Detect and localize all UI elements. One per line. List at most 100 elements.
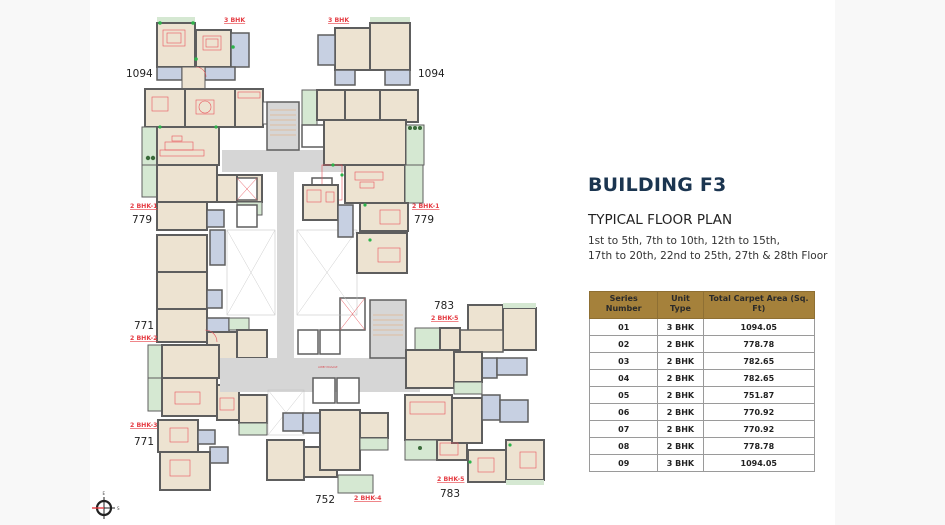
unit-2bhk-5-upper bbox=[405, 303, 537, 395]
unit-area: 779 bbox=[414, 214, 434, 226]
living bbox=[404, 394, 453, 441]
area-cell: 778.78 bbox=[702, 437, 816, 455]
toilet bbox=[156, 66, 183, 81]
toilet bbox=[209, 229, 226, 266]
area-cell: 1094.05 bbox=[702, 318, 816, 336]
kitchen bbox=[316, 89, 346, 121]
unit-area: 752 bbox=[315, 494, 335, 506]
floor-range-line: 1st to 5th, 7th to 10th, 12th to 15th, bbox=[588, 235, 780, 247]
open-balcony bbox=[141, 164, 158, 198]
area-cell: 778.78 bbox=[702, 335, 816, 353]
kitchen bbox=[238, 394, 268, 424]
toilet bbox=[337, 204, 354, 238]
unit-type-cell: 2 BHK bbox=[657, 386, 704, 404]
living bbox=[156, 164, 218, 203]
balcony bbox=[157, 17, 195, 23]
unit-type-cell: 2 BHK bbox=[657, 369, 704, 387]
toilet bbox=[384, 69, 411, 86]
bedroom bbox=[144, 88, 186, 128]
dry-balcony bbox=[238, 422, 268, 436]
bedroom bbox=[159, 451, 211, 491]
series-cell: 03 bbox=[588, 352, 659, 370]
kitchen bbox=[236, 329, 268, 359]
col-header-unit-type: Unit Type bbox=[657, 291, 704, 319]
bedroom bbox=[369, 22, 411, 71]
dry-balcony bbox=[228, 317, 250, 331]
lift bbox=[301, 124, 325, 148]
lift bbox=[236, 204, 258, 228]
floor-range-line: 17th to 20th, 22nd to 25th, 27th & 28th … bbox=[588, 250, 828, 262]
unit-tag: 2 BHK-1 bbox=[412, 203, 439, 210]
living bbox=[161, 344, 220, 379]
bedroom bbox=[359, 202, 409, 232]
series-cell: 08 bbox=[588, 437, 659, 455]
staircase bbox=[369, 299, 407, 359]
kitchen bbox=[453, 351, 483, 383]
area-cell: 770.92 bbox=[702, 403, 816, 421]
series-cell: 09 bbox=[588, 454, 659, 472]
living bbox=[323, 119, 407, 166]
unit-2bhk-1-right bbox=[302, 184, 409, 274]
open-balcony bbox=[405, 124, 425, 166]
passage bbox=[454, 329, 504, 353]
unit-tag: 3 BHK bbox=[224, 17, 245, 24]
building-title: BUILDING F3 bbox=[588, 174, 727, 196]
toilet bbox=[317, 34, 336, 66]
toilet bbox=[204, 66, 236, 81]
plan-subtitle: TYPICAL FLOOR PLAN bbox=[588, 212, 733, 228]
unit-tag: 3 BHK bbox=[328, 17, 349, 24]
open-balcony bbox=[147, 344, 163, 379]
dining bbox=[302, 184, 339, 221]
unit-type-cell: 3 BHK bbox=[657, 454, 704, 472]
bedroom bbox=[334, 27, 371, 71]
unit-type-cell: 2 BHK bbox=[657, 420, 704, 438]
bedroom bbox=[467, 449, 507, 483]
dry-balcony bbox=[359, 437, 389, 451]
unit-tag: 2 BHK-5 bbox=[437, 476, 464, 483]
bedroom bbox=[156, 234, 208, 273]
dining bbox=[184, 88, 236, 128]
unit-area: 779 bbox=[132, 214, 152, 226]
toilet bbox=[481, 357, 498, 379]
dining bbox=[344, 89, 381, 121]
bedroom bbox=[157, 419, 199, 453]
toilet bbox=[499, 399, 529, 423]
area-cell: 751.87 bbox=[702, 386, 816, 404]
area-cell: 770.92 bbox=[702, 420, 816, 438]
col-header-series: Series Number bbox=[588, 291, 659, 319]
dining bbox=[439, 327, 461, 351]
unit-area-table: Series Number Unit Type Total Carpet Are… bbox=[588, 291, 816, 472]
toilet bbox=[496, 357, 528, 376]
series-cell: 04 bbox=[588, 369, 659, 387]
balcony bbox=[370, 17, 410, 23]
compass-e: E bbox=[103, 491, 106, 496]
table-header-row: Series Number Unit Type Total Carpet Are… bbox=[588, 291, 816, 319]
living bbox=[319, 409, 361, 471]
living bbox=[405, 349, 455, 389]
open-balcony bbox=[404, 164, 424, 204]
kitchen bbox=[359, 412, 389, 439]
balcony bbox=[414, 327, 441, 351]
compass-s: S bbox=[117, 506, 120, 511]
unit-tag: 2 BHK-1 bbox=[130, 203, 157, 210]
unit-2bhk-4-bottom bbox=[266, 409, 389, 494]
series-cell: 01 bbox=[588, 318, 659, 336]
toilet bbox=[334, 69, 356, 86]
compass-icon: E S bbox=[92, 491, 120, 519]
open-balcony bbox=[147, 377, 163, 412]
unit-tag: 2 BHK-5 bbox=[431, 315, 458, 322]
bedroom bbox=[156, 22, 196, 68]
bedroom bbox=[156, 201, 208, 231]
floor-range: 1st to 5th, 7th to 10th, 12th to 15th, 1… bbox=[588, 234, 827, 264]
stretcher-lift bbox=[297, 329, 319, 355]
bedroom bbox=[195, 29, 232, 68]
unit-3bhk-top-left bbox=[141, 17, 272, 166]
unit-labels: 3 BHK 1094 3 BHK 1094 2 BHK-1 779 2 BHK-… bbox=[126, 17, 464, 506]
